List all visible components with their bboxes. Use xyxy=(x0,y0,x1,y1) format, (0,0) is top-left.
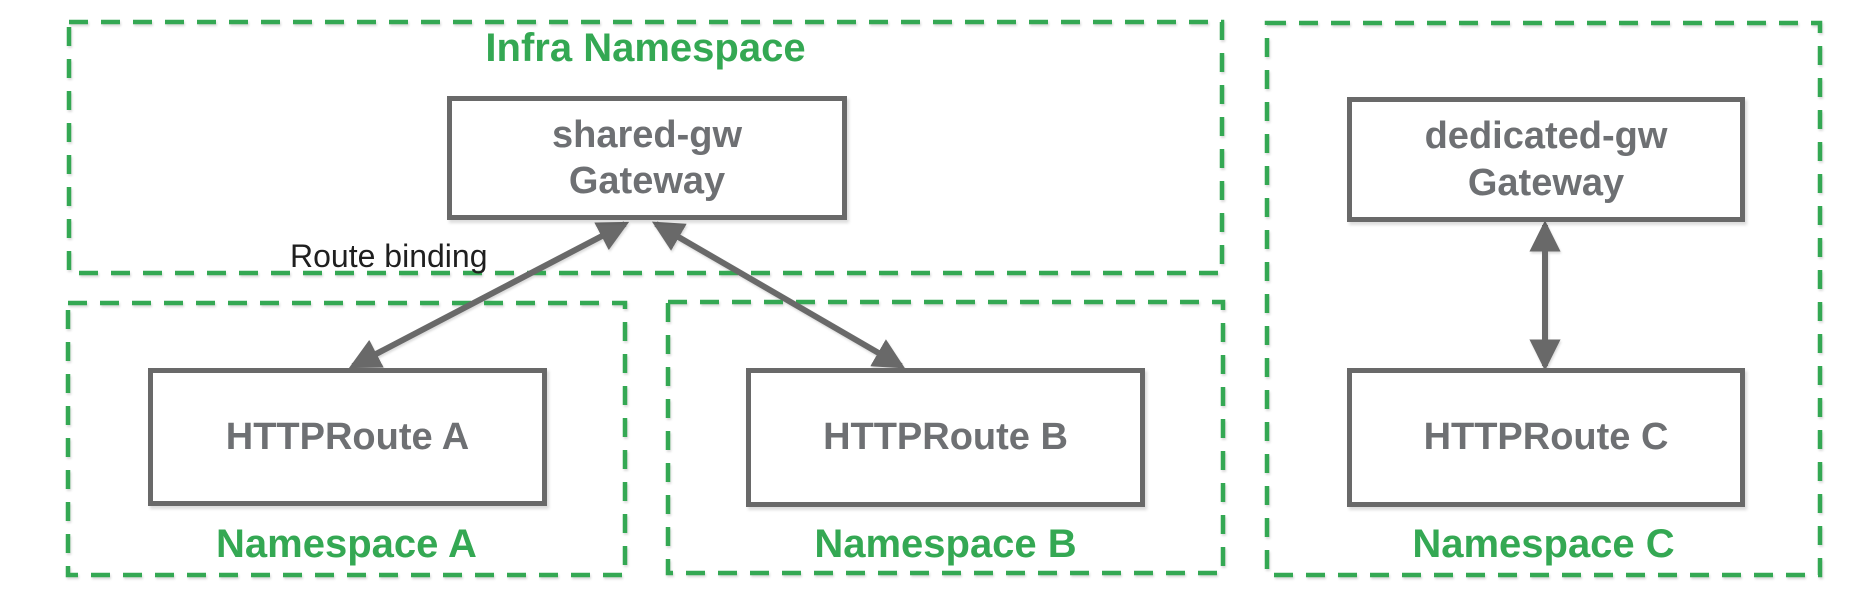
node-httproute-a: HTTPRoute A xyxy=(148,368,547,506)
edge-label-route-binding: Route binding xyxy=(290,238,488,274)
namespace-label-b: Namespace B xyxy=(814,522,1077,566)
node-shared-gw-kind: Gateway xyxy=(568,160,726,202)
namespace-boundary-b xyxy=(665,299,1226,576)
namespace-boundary-a xyxy=(65,300,628,578)
node-shared-gw-gateway: shared-gw Gateway xyxy=(447,96,847,220)
namespace-boundary-c xyxy=(1264,20,1823,578)
node-shared-gw-name: shared-gw xyxy=(551,113,743,156)
namespace-label-infra: Infra Namespace xyxy=(485,26,806,70)
namespace-boundary-infra xyxy=(66,19,1225,276)
node-httproute-c-label: HTTPRoute C xyxy=(1423,416,1669,459)
edge-route-b-to-shared-gw xyxy=(651,221,906,369)
node-dedicated-gw-gateway: dedicated-gw Gateway xyxy=(1347,97,1745,222)
node-httproute-b-label: HTTPRoute B xyxy=(823,416,1068,459)
namespace-label-c: Namespace C xyxy=(1412,522,1675,566)
node-httproute-a-label: HTTPRoute A xyxy=(225,415,470,458)
node-httproute-c: HTTPRoute C xyxy=(1347,368,1745,507)
node-dedicated-gw-kind: Gateway xyxy=(1467,161,1625,204)
edge-route-a-to-shared-gw xyxy=(348,221,630,369)
node-httproute-b: HTTPRoute B xyxy=(746,368,1145,507)
node-dedicated-gw-name: dedicated-gw xyxy=(1424,115,1668,158)
namespace-label-a: Namespace A xyxy=(216,522,477,566)
